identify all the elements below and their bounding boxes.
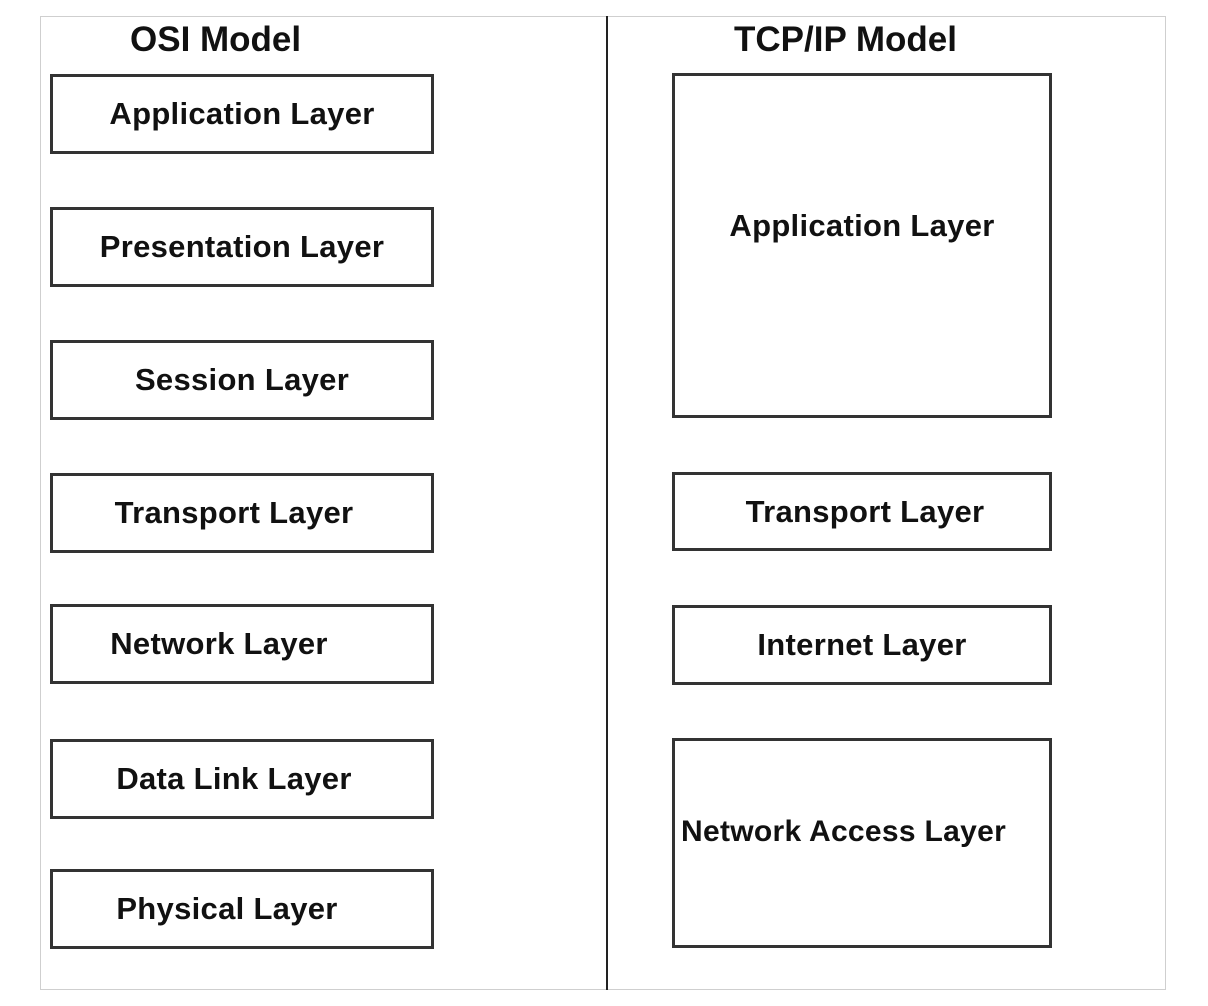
- tcpip-network-access-layer-box: Network Access Layer: [672, 738, 1052, 948]
- osi-data-link-layer-box: Data Link Layer: [50, 739, 434, 819]
- tcpip-application-layer-box: Application Layer: [672, 73, 1052, 418]
- osi-layer-label: Application Layer: [109, 96, 375, 131]
- osi-layer-label: Data Link Layer: [116, 761, 352, 796]
- osi-layer-label: Presentation Layer: [99, 229, 385, 264]
- column-divider: [606, 16, 608, 990]
- tcpip-model-title: TCP/IP Model: [734, 20, 957, 59]
- osi-layer-label: Network Layer: [110, 626, 328, 661]
- tcpip-transport-layer-box: Transport Layer: [672, 472, 1052, 551]
- tcpip-layer-label: Internet Layer: [757, 627, 967, 662]
- osi-layer-label: Physical Layer: [116, 891, 338, 926]
- osi-model-title: OSI Model: [130, 20, 302, 59]
- osi-presentation-layer-box: Presentation Layer: [50, 207, 434, 287]
- osi-layer-label: Transport Layer: [114, 495, 354, 530]
- osi-session-layer-box: Session Layer: [50, 340, 434, 420]
- osi-application-layer-box: Application Layer: [50, 74, 434, 154]
- osi-physical-layer-box: Physical Layer: [50, 869, 434, 949]
- osi-network-layer-box: Network Layer: [50, 604, 434, 684]
- tcpip-layer-label: Application Layer: [729, 208, 995, 243]
- osi-layer-label: Session Layer: [134, 362, 350, 397]
- tcpip-internet-layer-box: Internet Layer: [672, 605, 1052, 685]
- tcpip-layer-label: Network Access Layer: [681, 815, 1007, 848]
- tcpip-layer-label: Transport Layer: [745, 493, 985, 529]
- osi-transport-layer-box: Transport Layer: [50, 473, 434, 553]
